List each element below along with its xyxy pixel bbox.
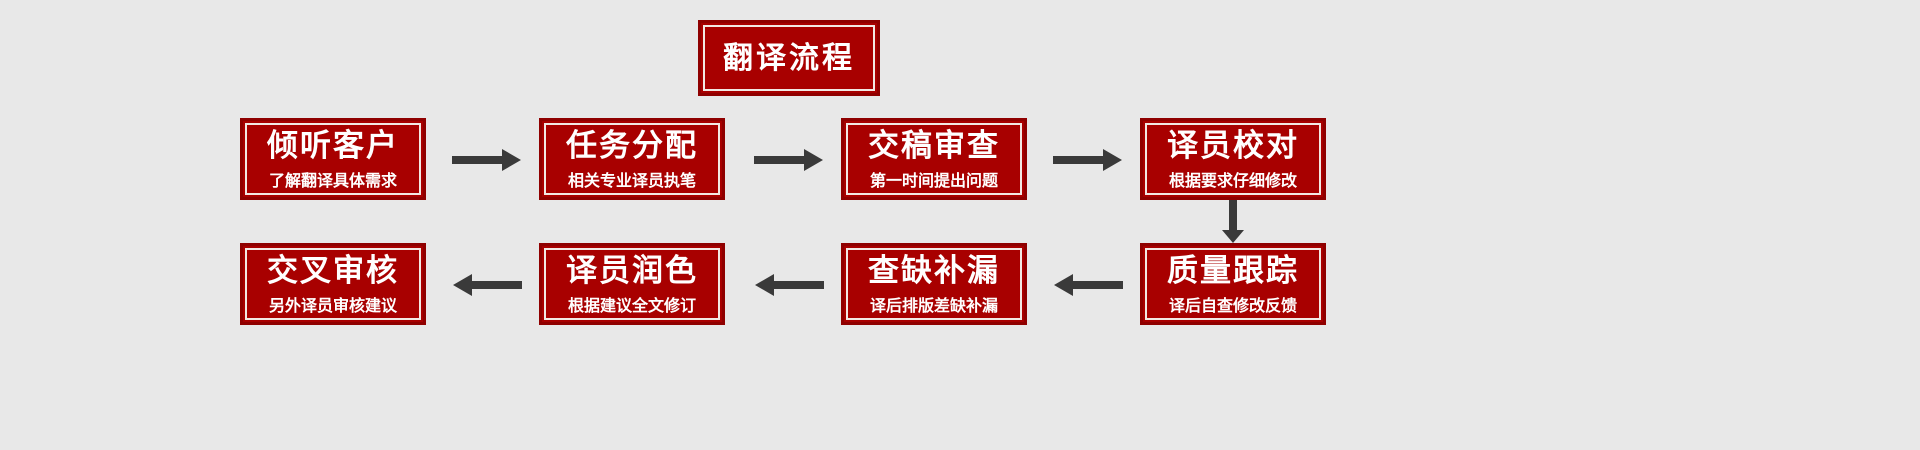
process-step-6[interactable]: 查缺补漏 译后排版差缺补漏 <box>841 243 1027 325</box>
arrow-right-step1-to-step2 <box>452 146 522 174</box>
process-step-1[interactable]: 倾听客户 了解翻译具体需求 <box>240 118 426 200</box>
arrow-left-step5-to-step6 <box>1053 271 1123 299</box>
step-subtitle: 另外译员审核建议 <box>268 295 397 315</box>
process-step-3[interactable]: 交稿审查 第一时间提出问题 <box>841 118 1027 200</box>
flowchart-title-box: 翻译流程 <box>698 20 880 96</box>
arrow-down-step4-to-step5 <box>1219 200 1247 244</box>
arrow-left-step7-to-step8 <box>452 271 522 299</box>
step-subtitle: 第一时间提出问题 <box>869 170 998 190</box>
arrow-left-step6-to-step7 <box>754 271 824 299</box>
flowchart-title-text: 翻译流程 <box>723 40 855 76</box>
process-step-4[interactable]: 译员校对 根据要求仔细修改 <box>1140 118 1326 200</box>
process-step-7[interactable]: 译员润色 根据建议全文修订 <box>539 243 725 325</box>
step-title: 倾听客户 <box>267 127 399 164</box>
process-step-2[interactable]: 任务分配 相关专业译员执笔 <box>539 118 725 200</box>
arrow-right-step2-to-step3 <box>754 146 824 174</box>
step-title: 质量跟踪 <box>1167 252 1299 289</box>
process-step-8[interactable]: 交叉审核 另外译员审核建议 <box>240 243 426 325</box>
step-subtitle: 译后自查修改反馈 <box>1168 295 1297 315</box>
step-title: 译员校对 <box>1167 127 1299 164</box>
step-subtitle: 根据要求仔细修改 <box>1168 170 1297 190</box>
step-title: 查缺补漏 <box>868 252 1000 289</box>
step-subtitle: 了解翻译具体需求 <box>268 170 397 190</box>
step-subtitle: 译后排版差缺补漏 <box>869 295 998 315</box>
step-title: 交稿审查 <box>868 127 1000 164</box>
arrow-right-step3-to-step4 <box>1053 146 1123 174</box>
step-subtitle: 根据建议全文修订 <box>567 295 696 315</box>
step-title: 交叉审核 <box>267 252 399 289</box>
step-title: 任务分配 <box>566 127 698 164</box>
process-step-5[interactable]: 质量跟踪 译后自查修改反馈 <box>1140 243 1326 325</box>
step-title: 译员润色 <box>566 252 698 289</box>
step-subtitle: 相关专业译员执笔 <box>567 170 696 190</box>
